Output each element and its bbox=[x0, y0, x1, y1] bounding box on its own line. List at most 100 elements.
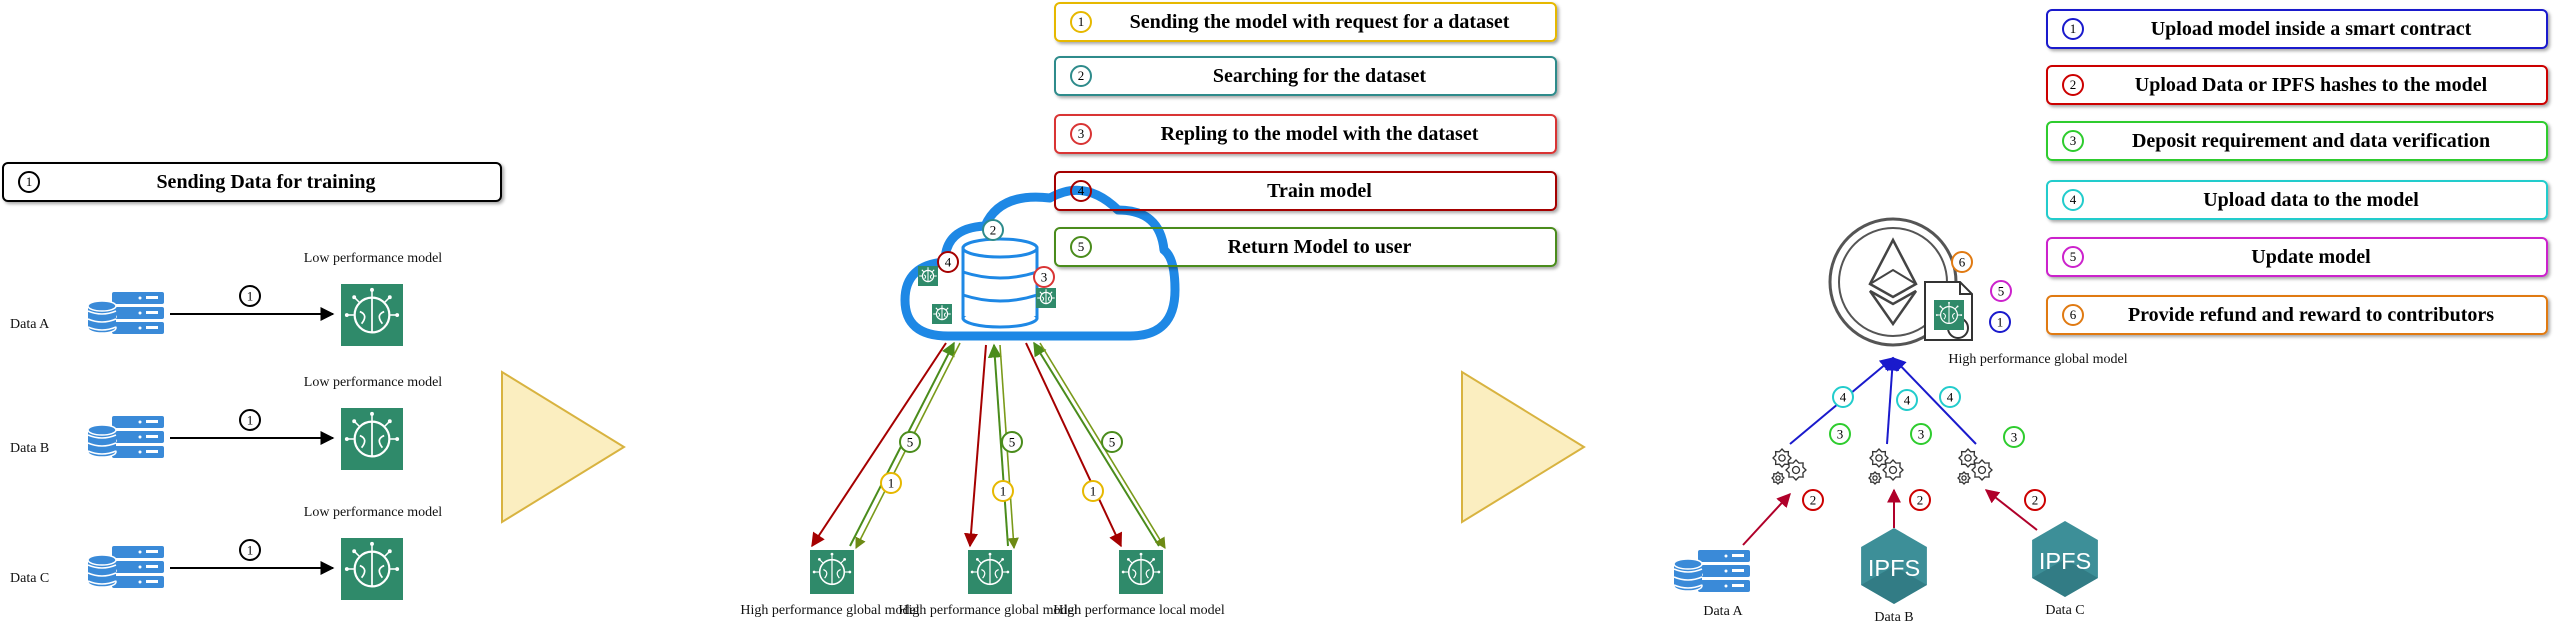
step3-badge: 3 bbox=[2003, 426, 2025, 448]
badge-circle bbox=[1896, 389, 1918, 411]
badge-number: 1 bbox=[247, 413, 254, 428]
step-text: Upload Data or IPFS hashes to the model bbox=[2134, 73, 2488, 96]
badge-number: 1 bbox=[1090, 484, 1097, 499]
ipfs-icon: IPFS bbox=[1861, 528, 1927, 604]
badge-number: 5 bbox=[1998, 284, 2005, 299]
badge-circle bbox=[1033, 266, 1055, 288]
request-arrow bbox=[987, 343, 1009, 547]
step-text: Provide refund and reward to contributor… bbox=[2127, 303, 2495, 326]
high-performance-model-icon bbox=[810, 550, 854, 594]
badge-number: 5 bbox=[1109, 435, 1116, 450]
step-number-badge: 2 bbox=[2062, 74, 2084, 96]
low-performance-model-label: Low performance model bbox=[304, 505, 442, 520]
high-performance-model-icon bbox=[1119, 550, 1163, 594]
ipfs-text: IPFS bbox=[2039, 548, 2091, 574]
badge-number: 3 bbox=[1837, 427, 1844, 442]
badge-circle bbox=[239, 539, 261, 561]
low-performance-model-label: Low performance model bbox=[304, 251, 442, 266]
badge-circle bbox=[2024, 489, 2046, 511]
step4-badge: 4 bbox=[1896, 389, 1918, 411]
badge-number: 3 bbox=[2011, 430, 2018, 445]
train-return-arrow bbox=[964, 344, 987, 548]
step-number-badge: 1 bbox=[239, 539, 261, 561]
step3-badge: 3 bbox=[1829, 423, 1851, 445]
badge-number: 2 bbox=[1810, 493, 1817, 508]
panel3-step-box: 3 Deposit requirement and data verificati… bbox=[2046, 121, 2548, 161]
step-number-badge: 1 bbox=[239, 285, 261, 307]
database-server-icon bbox=[87, 292, 164, 334]
badge-circle bbox=[992, 480, 1014, 502]
small-model-icon bbox=[1036, 288, 1056, 308]
step2-badge: 2 bbox=[1909, 489, 1931, 511]
arrow-step-badge: 1 bbox=[1082, 480, 1104, 502]
badge-number: 1 bbox=[888, 476, 895, 491]
badge-circle bbox=[2003, 426, 2025, 448]
panel3-step-box: 2 Upload Data or IPFS hashes to the model bbox=[2046, 65, 2548, 105]
cloud-step-badge: 3 bbox=[1033, 266, 1055, 288]
arrow-step-badge: 1 bbox=[880, 472, 902, 494]
badge-circle bbox=[1910, 423, 1932, 445]
badge-circle bbox=[937, 251, 959, 273]
step-number-badge: 6 bbox=[2062, 304, 2084, 326]
step-text: Deposit requirement and data verificatio… bbox=[2131, 129, 2491, 152]
badge-number: 1 bbox=[247, 289, 254, 304]
badge-circle bbox=[899, 431, 921, 453]
low-performance-model-icon bbox=[341, 408, 403, 470]
high-performance-model-icon bbox=[968, 550, 1012, 594]
step-text: Upload model inside a smart contract bbox=[2150, 17, 2472, 40]
gears-icon bbox=[1771, 448, 1807, 485]
low-performance-model-icon bbox=[341, 538, 403, 600]
step-number-badge: 5 bbox=[2062, 246, 2084, 268]
badge-circle bbox=[1101, 431, 1123, 453]
badge-circle bbox=[1951, 251, 1973, 273]
ipfs-text: IPFS bbox=[1868, 555, 1920, 581]
badge-number: 4 bbox=[1904, 393, 1911, 408]
step-text: Repling to the model with the dataset bbox=[1160, 122, 1479, 145]
step-number-badge: 4 bbox=[1070, 180, 1092, 202]
data-source-label: Data B bbox=[1874, 610, 1913, 625]
step2-badge: 2 bbox=[1802, 489, 1824, 511]
contract-step-badge: 6 bbox=[1951, 251, 1973, 273]
small-model-icon bbox=[932, 304, 952, 324]
model-label: High performance local model bbox=[1053, 603, 1225, 618]
arrow-step-badge: 1 bbox=[992, 480, 1014, 502]
badge-circle bbox=[1939, 386, 1961, 408]
step-text: Sending Data for training bbox=[156, 170, 376, 193]
step-number-badge: 5 bbox=[1070, 236, 1092, 258]
step-text: Searching for the dataset bbox=[1212, 64, 1427, 87]
gears-icon bbox=[1957, 448, 1993, 485]
ipfs-icon: IPFS bbox=[2032, 521, 2098, 597]
small-model-icon bbox=[918, 266, 938, 286]
step4-badge: 4 bbox=[1832, 386, 1854, 408]
badge-circle bbox=[1990, 280, 2012, 302]
step2-badge: 2 bbox=[2024, 489, 2046, 511]
badge-number: 4 bbox=[1840, 390, 1847, 405]
data-source-label: Data A bbox=[10, 317, 50, 332]
badge-circle bbox=[239, 285, 261, 307]
badge-number: 1 bbox=[1997, 315, 2004, 330]
step3-badge: 3 bbox=[1910, 423, 1932, 445]
gears-icon bbox=[1868, 448, 1904, 485]
upload-data-arrow bbox=[1892, 356, 1977, 445]
badge-number: 6 bbox=[1959, 255, 1966, 270]
database-server-icon bbox=[87, 546, 164, 588]
badge-circle bbox=[1832, 386, 1854, 408]
arrow-step-badge: 5 bbox=[1101, 431, 1123, 453]
cloud-step-badge: 2 bbox=[982, 219, 1004, 241]
cloud-step-badge: 4 bbox=[937, 251, 959, 273]
step-text: Train model bbox=[1267, 179, 1372, 202]
badge-number: 4 bbox=[1947, 390, 1954, 405]
transition-arrow-triangle bbox=[501, 370, 626, 524]
contract-step-badge: 1 bbox=[1989, 311, 2011, 333]
badge-circle bbox=[1989, 311, 2011, 333]
step-number-badge: 3 bbox=[2062, 130, 2084, 152]
badge-number: 5 bbox=[907, 435, 914, 450]
data-upload-arrow bbox=[1742, 492, 1791, 546]
